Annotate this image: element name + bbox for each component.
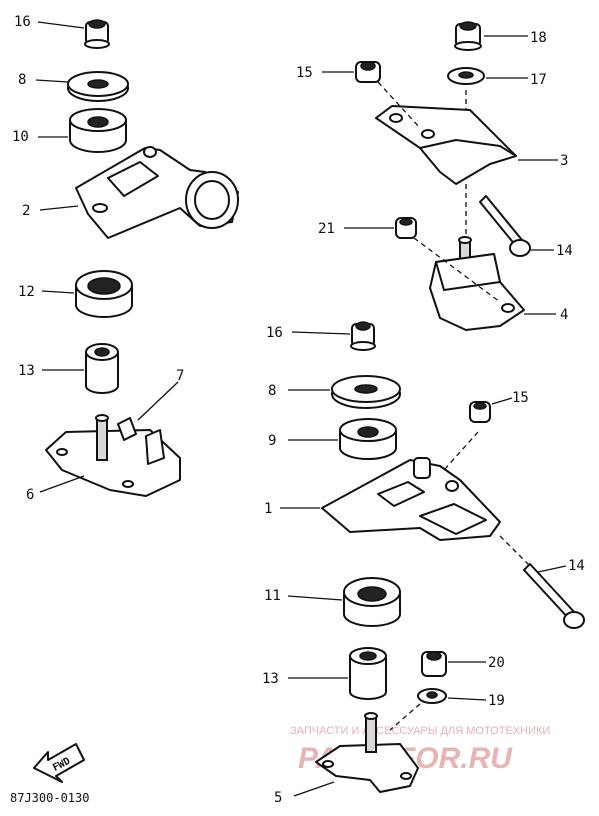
fwd-arrow-icon: FWD	[33, 743, 85, 783]
callout-5: 5	[274, 790, 282, 806]
part-13-collar-right	[349, 647, 387, 700]
callout-3: 3	[560, 153, 568, 169]
callout-8-left: 8	[18, 72, 26, 88]
part-9-cushion	[339, 418, 397, 460]
callout-6: 6	[26, 487, 34, 503]
part-8-washer-left	[67, 71, 129, 102]
part-13-collar-left	[85, 343, 119, 394]
part-8-washer-right	[331, 375, 401, 409]
part-18-nut	[454, 21, 482, 51]
part-12-rubber	[75, 270, 133, 318]
callout-20: 20	[488, 655, 505, 671]
part-3-bracket	[375, 105, 517, 185]
callout-1: 1	[264, 501, 272, 517]
callout-7: 7	[176, 368, 184, 384]
part-16-nut-right	[350, 321, 376, 351]
callout-16-left: 16	[14, 14, 31, 30]
callout-18: 18	[530, 30, 547, 46]
part-1-bracket	[321, 457, 501, 541]
part-11-rubber	[343, 577, 401, 627]
callout-13-right: 13	[262, 671, 279, 687]
callout-12: 12	[18, 284, 35, 300]
callout-17: 17	[530, 72, 547, 88]
part-19-washer	[417, 688, 447, 704]
part-7-tab	[117, 417, 165, 465]
callout-2: 2	[22, 203, 30, 219]
callout-10: 10	[12, 129, 29, 145]
part-15-nut-top	[355, 61, 381, 83]
part-4-mount	[429, 236, 525, 331]
part-10-cushion	[69, 108, 127, 153]
part-15-nut-right	[469, 401, 491, 423]
part-21-nut	[395, 217, 417, 239]
part-14-bolt-bottom	[523, 563, 585, 629]
callout-9: 9	[268, 433, 276, 449]
part-5-plate	[315, 712, 419, 793]
part-16-nut-left	[84, 19, 110, 49]
callout-8-right: 8	[268, 383, 276, 399]
callout-15-right: 15	[512, 390, 529, 406]
part-17-washer	[447, 67, 485, 85]
callout-14-bottom: 14	[568, 558, 585, 574]
callout-13-left: 13	[18, 363, 35, 379]
part-14-bolt-top	[479, 195, 531, 257]
diagram-code: 87J300-0130	[10, 791, 89, 805]
part-20-nut	[421, 651, 447, 677]
callout-15-top: 15	[296, 65, 313, 81]
part-2-bracket	[75, 146, 239, 239]
callout-11: 11	[264, 588, 281, 604]
watermark-caption: ЗАПЧАСТИ И АКСЕССУАРЫ ДЛЯ МОТОТЕХНИКИ	[290, 725, 550, 737]
callout-21: 21	[318, 221, 335, 237]
callout-14-top: 14	[556, 243, 573, 259]
callout-4: 4	[560, 307, 568, 323]
callout-19: 19	[488, 693, 505, 709]
callout-16-right: 16	[266, 325, 283, 341]
